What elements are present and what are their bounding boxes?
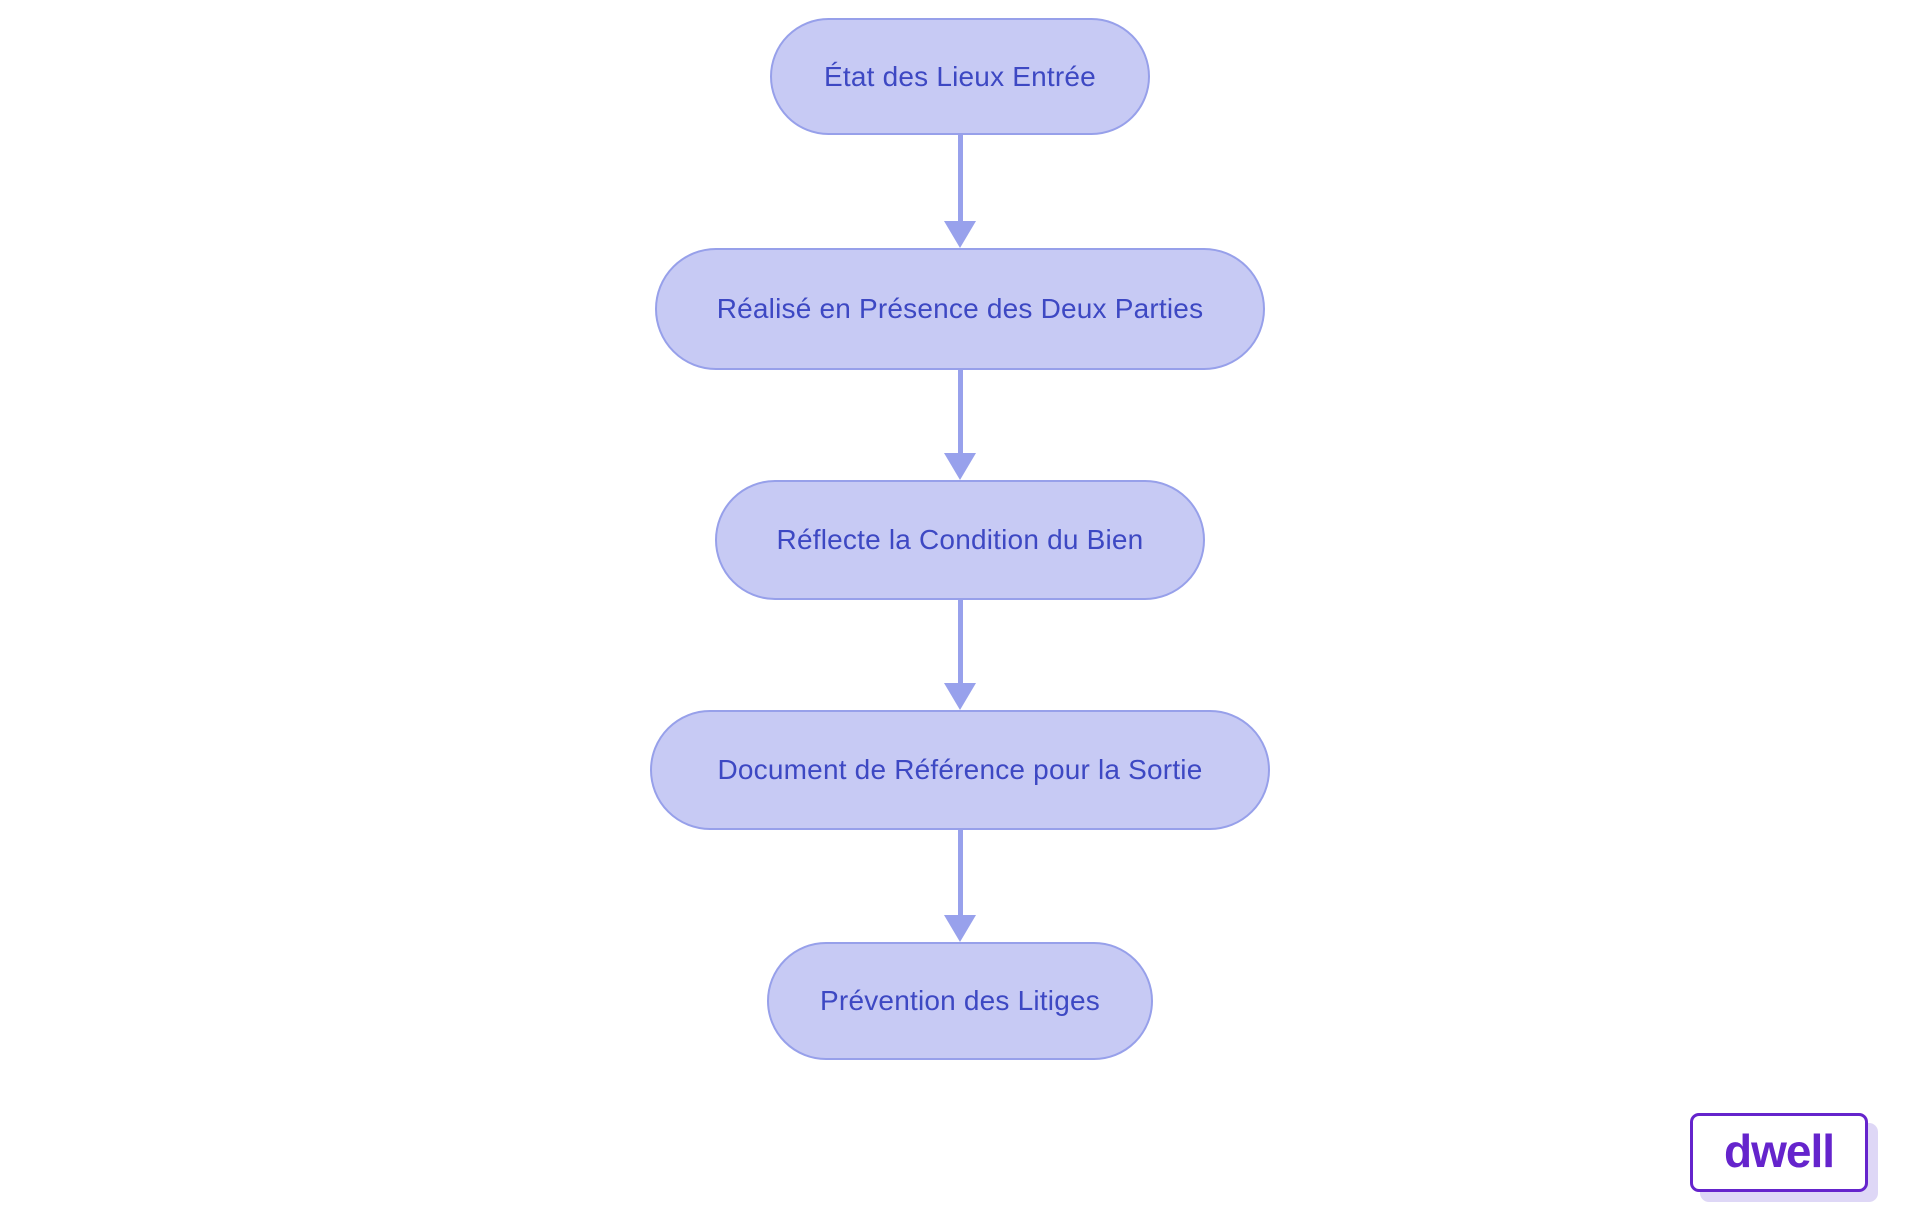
flow-arrow-3 (943, 600, 977, 710)
flow-node-label: Prévention des Litiges (820, 985, 1100, 1016)
flow-arrow-2 (943, 370, 977, 480)
arrow-line (957, 370, 963, 453)
flow-arrow-4 (943, 830, 977, 942)
flow-node-reflecte-condition: Réflecte la Condition du Bien (715, 480, 1205, 600)
flow-node-label: Réflecte la Condition du Bien (776, 524, 1144, 555)
arrow-head-icon (944, 221, 976, 248)
flow-node-etat-des-lieux-entree: État des Lieux Entrée (770, 18, 1150, 135)
flow-node-label: Document de Référence pour la Sortie (717, 754, 1203, 785)
flow-node-realise-en-presence: Réalisé en Présence des Deux Parties (655, 248, 1265, 370)
arrow-head-icon (944, 683, 976, 710)
flow-node-label: État des Lieux Entrée (824, 60, 1096, 92)
arrow-line (957, 135, 963, 221)
arrow-head-icon (944, 453, 976, 480)
flow-arrow-1 (943, 135, 977, 248)
arrow-head-icon (944, 915, 976, 942)
flow-node-prevention-litiges: Prévention des Litiges (767, 942, 1153, 1060)
arrow-line (957, 600, 963, 683)
dwell-logo-text: dwell (1723, 1124, 1835, 1177)
arrow-line (957, 830, 963, 915)
dwell-logo: dwell (1690, 1113, 1868, 1192)
flow-node-label: Réalisé en Présence des Deux Parties (716, 293, 1204, 324)
flow-node-document-reference: Document de Référence pour la Sortie (650, 710, 1270, 830)
